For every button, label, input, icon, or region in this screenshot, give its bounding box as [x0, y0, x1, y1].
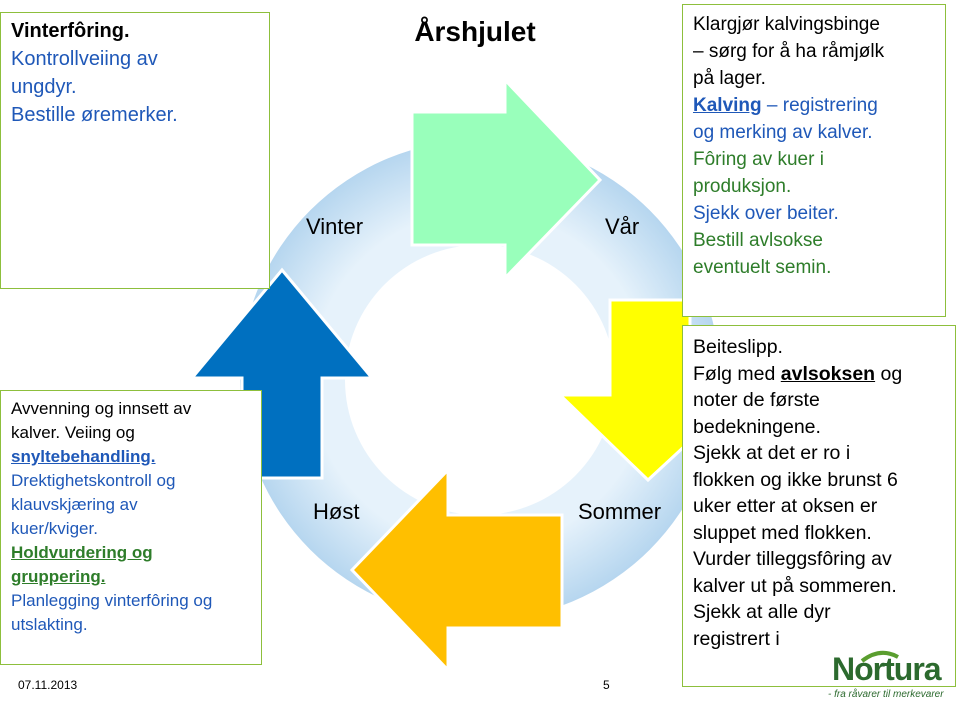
- autumn-tasks-box: Avvenning og innsett av kalver. Veiing o…: [0, 390, 262, 665]
- winter-tasks-box: Vinterfôring. Kontrollveiing av ungdyr. …: [0, 12, 270, 289]
- autumn-task-line: Planlegging vinterfôring og: [11, 591, 213, 610]
- season-label-autumn: Høst: [313, 499, 360, 524]
- footer-date: 07.11.2013: [18, 678, 78, 692]
- page-title: Årshjulet: [414, 16, 536, 47]
- summer-tasks-box: Beiteslipp. Følg med avlsoksen og noter …: [682, 325, 956, 687]
- winter-task-line: Bestille øremerker.: [11, 104, 178, 126]
- spring-task-line: og merking av kalver.: [693, 122, 873, 143]
- logo-wordmark: Nortura: [832, 651, 942, 687]
- autumn-task-line: kuer/kviger.: [11, 519, 98, 538]
- nortura-logo: Nortura - fra råvarer til merkevarer: [820, 650, 955, 701]
- summer-task-line: noter de første: [693, 389, 820, 411]
- breeding-bull-highlight: avlsoksen: [780, 362, 876, 385]
- footer-page-number: 5: [603, 678, 610, 692]
- spring-task-line: Sjekk over beiter.: [693, 203, 839, 224]
- logo-swoosh-icon: [860, 650, 899, 663]
- season-label-winter: Vinter: [306, 214, 364, 239]
- winter-task-line: Vinterfôring.: [11, 20, 130, 42]
- summer-task-line: Beiteslipp.: [693, 336, 783, 358]
- spring-task-line: på lager.: [693, 68, 766, 89]
- summer-task-line: flokken og ikke brunst 6: [693, 468, 898, 491]
- autumn-task-line: klauvskjæring av: [11, 495, 138, 514]
- spring-task-line: – sørg for å ha råmjølk: [693, 41, 885, 62]
- autumn-task-line: Avvenning og innsett av: [11, 399, 192, 418]
- winter-task-line: Kontrollveiing av: [11, 48, 158, 70]
- summer-task-line: Vurder tilleggsfôring av: [693, 548, 892, 570]
- summer-task-line: sluppet med flokken.: [693, 521, 872, 544]
- season-label-spring: Vår: [605, 214, 640, 239]
- calving-highlight: Kalving: [693, 95, 762, 116]
- summer-task-line: registrert i: [693, 627, 780, 650]
- season-label-summer: Sommer: [578, 499, 662, 524]
- autumn-task-line: Holdvurdering og: [11, 543, 153, 562]
- spring-task-line: eventuelt semin.: [693, 257, 832, 278]
- autumn-task-line: Drektighetskontroll og: [11, 471, 176, 490]
- wheel-ring: [240, 140, 720, 620]
- spring-task-line: produksjon.: [693, 176, 792, 197]
- spring-task-line: Bestill avlsokse: [693, 230, 823, 251]
- summer-task-line: bedekningene.: [693, 415, 821, 438]
- spring-task-line: Kalving – registrering: [693, 95, 878, 116]
- winter-arrow: [188, 267, 376, 480]
- summer-task-line: kalver ut på sommeren.: [693, 574, 897, 597]
- spring-arrow: [410, 76, 603, 282]
- logo-tagline: - fra råvarer til merkevarer: [828, 689, 944, 700]
- autumn-task-line: snyltebehandling.: [11, 447, 156, 466]
- spring-task-line: Fôring av kuer i: [693, 149, 824, 170]
- summer-task-line: Sjekk at alle dyr: [693, 601, 831, 623]
- autumn-arrow: [349, 466, 564, 674]
- spring-tasks-box: Klargjør kalvingsbinge – sørg for å ha r…: [682, 4, 946, 317]
- autumn-task-line: utslakting.: [11, 615, 88, 634]
- autumn-task-line: gruppering.: [11, 567, 106, 586]
- winter-task-line: ungdyr.: [11, 76, 77, 98]
- autumn-task-line: kalver. Veiing og: [11, 423, 135, 442]
- spring-task-line: Klargjør kalvingsbinge: [693, 14, 880, 35]
- summer-task-line: Sjekk at det er ro i: [693, 442, 851, 464]
- summer-task-line: uker etter at oksen er: [693, 495, 878, 517]
- summer-task-line: Følg med avlsoksen og: [693, 362, 903, 385]
